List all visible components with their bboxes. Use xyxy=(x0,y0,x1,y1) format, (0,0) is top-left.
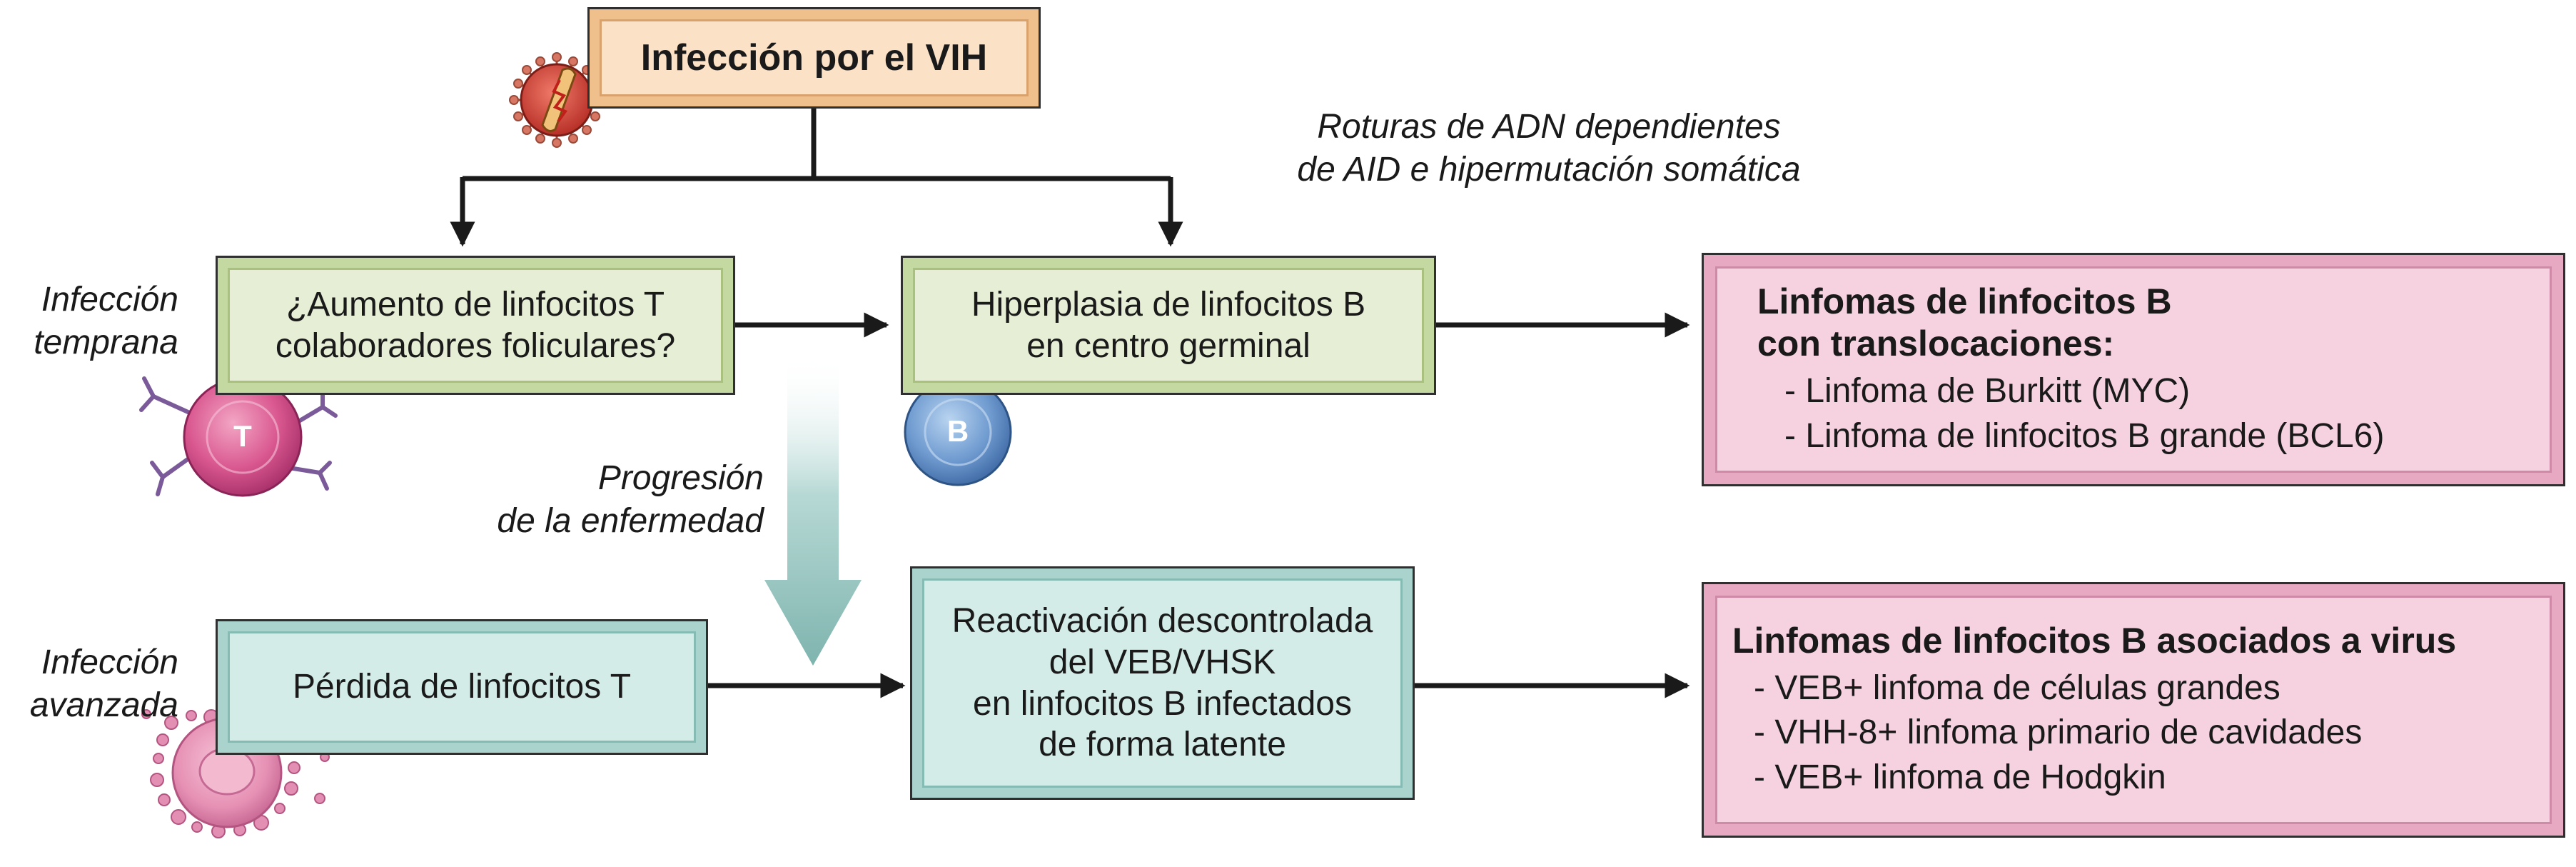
reactivation-line-1: Reactivación descontrolada xyxy=(951,602,1373,641)
tfh-line-2: colaboradores foliculares? xyxy=(275,326,676,365)
germinal-line-2: en centro germinal xyxy=(1026,326,1310,365)
early-infection-label: Infección temprana xyxy=(0,279,178,364)
translocation-lymphomas-box: Linfomas de linfocitos B con translocaci… xyxy=(1702,253,2565,486)
virus-lymphomas-heading: Linfomas de linfocitos B asociados a vir… xyxy=(1732,620,2457,661)
reactivation-line-3: en linfocitos B infectados xyxy=(973,684,1352,723)
early-infection-line-1: Infección xyxy=(41,281,178,319)
tfh-increase-box: ¿Aumento de linfocitos T colaboradores f… xyxy=(216,256,735,395)
list-item: - Linfoma de linfocitos B grande (BCL6) xyxy=(1784,416,2385,455)
tfh-line-1: ¿Aumento de linfocitos T xyxy=(286,285,665,324)
hiv-infection-text: Infección por el VIH xyxy=(640,36,988,79)
virus-lymphomas-box: Linfomas de linfocitos B asociados a vir… xyxy=(1702,582,2565,838)
hiv-virus-icon xyxy=(509,52,605,148)
reactivation-box: Reactivación descontrolada del VEB/VHSK … xyxy=(910,566,1415,800)
aid-label: Roturas de ADN dependientes de AID e hip… xyxy=(1228,106,1870,191)
translocation-heading-1: Linfomas de linfocitos B xyxy=(1757,281,2172,322)
progression-line-2: de la enfermedad xyxy=(497,502,764,540)
t-cell-icon xyxy=(139,376,338,497)
t-cell-label: T xyxy=(233,419,252,453)
progression-line-1: Progresión xyxy=(597,459,764,497)
list-item: - VHH-8+ linfoma primario de cavidades xyxy=(1754,713,2363,752)
advanced-infection-line-2: avanzada xyxy=(29,686,178,724)
reactivation-line-4: de forma latente xyxy=(1039,726,1286,764)
reactivation-line-2: del VEB/VHSK xyxy=(1049,643,1276,681)
list-item: - VEB+ linfoma de Hodgkin xyxy=(1754,758,2166,796)
b-cell-label: B xyxy=(946,414,969,448)
progression-label: Progresión de la enfermedad xyxy=(400,457,764,543)
virus-lymphomas-list: - VEB+ linfoma de células grandes - VHH-… xyxy=(1732,666,2362,800)
translocation-list: - Linfoma de Burkitt (MYC) - Linfoma de … xyxy=(1757,369,2384,458)
translocation-heading-2: con translocaciones: xyxy=(1757,324,2115,364)
t-cell-loss-text: Pérdida de linfocitos T xyxy=(292,668,632,706)
hiv-infection-box: Infección por el VIH xyxy=(587,7,1041,109)
germinal-center-box: Hiperplasia de linfocitos B en centro ge… xyxy=(901,256,1436,395)
list-item: - Linfoma de Burkitt (MYC) xyxy=(1784,372,2191,411)
germinal-line-1: Hiperplasia de linfocitos B xyxy=(971,285,1366,324)
advanced-infection-line-1: Infección xyxy=(41,643,178,681)
t-cell-loss-box: Pérdida de linfocitos T xyxy=(216,619,708,755)
advanced-infection-label: Infección avanzada xyxy=(0,641,178,727)
aid-line-2: de AID e hipermutación somática xyxy=(1297,151,1801,189)
aid-line-1: Roturas de ADN dependientes xyxy=(1317,108,1781,146)
progression-arrow xyxy=(764,354,862,666)
list-item: - VEB+ linfoma de células grandes xyxy=(1754,668,2280,707)
early-infection-line-2: temprana xyxy=(34,324,178,361)
